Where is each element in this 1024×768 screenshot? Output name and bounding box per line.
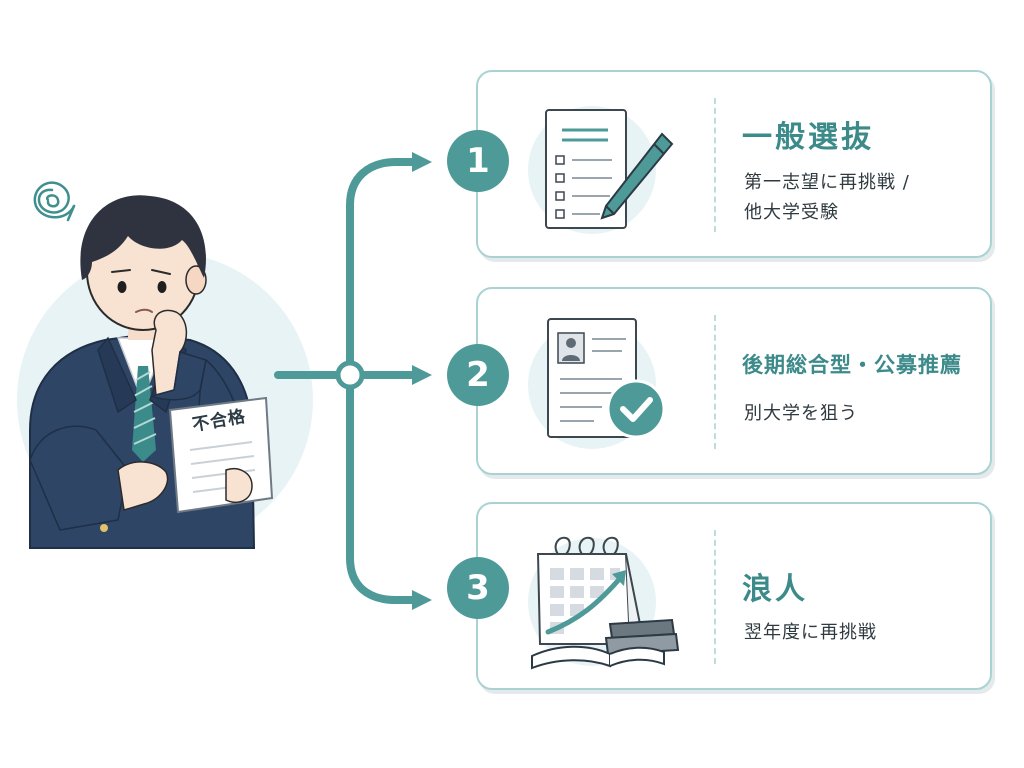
option-card-general-selection: 一般選抜 第一志望に再挑戦 / 他大学受験 [476,70,992,258]
option-card-ronin: 浪人 翌年度に再挑戦 [476,502,992,690]
card-title: 浪人 [742,572,808,607]
rejection-paper [168,396,274,514]
card-title: 一般選抜 [742,120,874,155]
step-number-badge: 3 [447,557,509,619]
card-title: 後期総合型・公募推薦 [742,353,962,377]
confused-swirl-icon [33,181,76,222]
connector-junction [335,360,365,390]
card-description-line: 他大学受験 [744,202,839,223]
profile-check-icon [528,318,666,449]
card-description: 第一志望に再挑戦 / 他大学受験 [744,168,974,228]
step-number-badge: 1 [447,130,509,192]
step-number-badge: 2 [447,344,509,406]
card-description: 別大学を狙う [744,399,974,429]
card-divider [714,530,716,664]
card-divider [714,315,716,449]
document-pencil-icon [528,106,674,234]
card-description-line: 第一志望に再挑戦 / [744,172,910,193]
card-description-line: 翌年度に再挑戦 [744,622,877,643]
option-card-late-recommendation: 後期総合型・公募推薦 別大学を狙う [476,287,992,475]
connector-arrowheads [412,152,432,610]
calendar-books-icon [528,536,680,670]
card-description-line: 別大学を狙う [744,403,858,424]
card-divider [714,98,716,232]
card-description: 翌年度に再挑戦 [744,618,974,648]
